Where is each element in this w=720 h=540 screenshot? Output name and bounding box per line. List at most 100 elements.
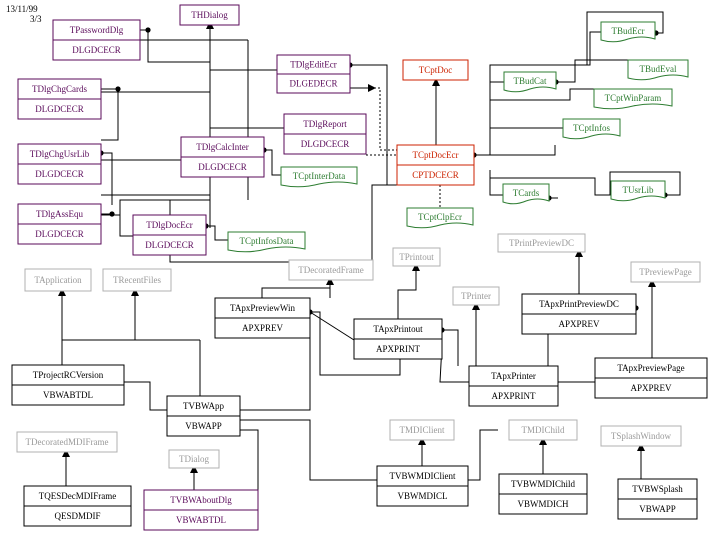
class-name: TMDIChild — [521, 425, 565, 435]
class-box — [497, 233, 586, 253]
connector-line — [556, 59, 628, 83]
class-box — [508, 419, 578, 441]
connector-line — [350, 64, 388, 185]
class-name: TDlgCalcInter — [196, 142, 248, 152]
class-name: TPrinter — [461, 291, 491, 301]
connector-line — [101, 199, 210, 216]
class-tprinter: TPrinter — [452, 286, 500, 306]
class-name: TProjectRCVersion — [33, 370, 104, 380]
class-unit: APXPREV — [558, 319, 600, 329]
class-tbud-eval: TBudEval — [627, 59, 689, 81]
class-name: TCptInterData — [293, 171, 345, 181]
connector-line — [439, 344, 469, 383]
class-name: TCptClpEcr — [418, 212, 462, 222]
class-box — [179, 4, 240, 26]
class-tprintout: TPrintout — [392, 247, 441, 267]
association-dot — [115, 86, 121, 92]
class-name: TVBWAboutDlg — [170, 495, 232, 505]
connector-line — [264, 149, 281, 176]
class-name: TVBWApp — [183, 401, 224, 411]
class-box — [593, 88, 673, 110]
class-name: TDialog — [179, 454, 209, 464]
class-unit: DLGDCECR — [72, 45, 121, 55]
connector-line — [101, 152, 113, 205]
class-tcpt-doc: TCptDoc — [402, 59, 469, 81]
class-name: TCptDocEcr — [413, 150, 459, 160]
class-name: TVBWMDIClient — [390, 471, 456, 481]
class-name: TQESDecMDIFrame — [39, 491, 116, 501]
class-unit: QESDMDIF — [54, 511, 100, 521]
class-name: TMDIClient — [400, 425, 445, 435]
class-box — [168, 449, 220, 469]
class-unit: DLGDCECR — [145, 240, 194, 250]
class-name: TDecoratedFrame — [298, 265, 363, 275]
connector-line — [310, 311, 401, 376]
connector-line — [261, 287, 330, 298]
class-name: TApxPreviewWin — [230, 303, 295, 313]
class-name: TCptInfos — [573, 123, 610, 133]
class-name: TDlgReport — [303, 119, 347, 129]
class-name: THDialog — [191, 10, 228, 20]
class-name: TBudCat — [514, 76, 547, 86]
header-date: 13/11/99 — [6, 4, 38, 14]
class-tcpt-infos: TCptInfos — [562, 118, 621, 140]
association-dot — [109, 211, 115, 217]
class-tsplash-window: TSplashWindow — [600, 425, 682, 447]
class-unit: DLGEDECR — [290, 79, 338, 89]
class-box — [627, 59, 689, 81]
connector-line — [240, 429, 259, 500]
class-unit: APXPRINT — [376, 344, 421, 354]
class-tcpt-clp-ecr: TCptClpEcr — [406, 207, 474, 229]
class-unit: VBWABTDL — [176, 515, 226, 525]
class-unit: APXPREV — [630, 383, 672, 393]
class-box — [102, 268, 172, 292]
class-name: TApxPrinter — [491, 371, 536, 381]
connector-layer — [58, 11, 681, 500]
class-unit: DLGDCECR — [35, 104, 84, 114]
class-trecent-files: TRecentFiles — [102, 268, 172, 292]
class-tapplication: TApplication — [24, 268, 92, 292]
class-unit: CPTDCECR — [412, 170, 459, 180]
class-box — [406, 207, 474, 229]
class-name: TDlgChgUsrLib — [30, 149, 90, 159]
class-name: TCptWinParam — [605, 93, 662, 103]
class-name: TPrintout — [399, 252, 434, 262]
class-box — [402, 59, 469, 81]
class-name: TDlgAssEqu — [36, 209, 83, 219]
class-unit: VBWMDICL — [398, 491, 448, 501]
class-name: TApxPrintout — [373, 324, 423, 334]
class-name: TApplication — [34, 275, 82, 285]
connector-line — [370, 87, 397, 151]
class-name: TPreviewPage — [639, 267, 691, 277]
class-tdecorated-mdiframe: TDecoratedMDIFrame — [16, 431, 118, 453]
connector-line — [206, 225, 228, 241]
node-layer: TPasswordDlgDLGDCECRTHDialogTDlgEditEcrD… — [11, 4, 708, 531]
class-tcpt-inter-data: TCptInterData — [280, 166, 358, 188]
connector-line — [489, 170, 503, 196]
class-unit: DLGDCECR — [301, 139, 350, 149]
class-thdialog: THDialog — [179, 4, 240, 26]
connector-line — [490, 177, 611, 196]
connector-line — [124, 381, 167, 411]
class-name: TDlgDocEcr — [146, 220, 192, 230]
class-tdecorated-frame: TDecoratedFrame — [288, 259, 374, 281]
class-name: TUsrLib — [623, 185, 654, 195]
class-tcpt-win-param: TCptWinParam — [593, 88, 673, 110]
class-name: TBudEcr — [612, 26, 645, 36]
connector-line — [490, 145, 556, 156]
class-tbud-cat: TBudCat — [503, 71, 557, 93]
class-name: TSplashWindow — [611, 431, 672, 441]
class-tdialog: TDialog — [168, 449, 220, 469]
